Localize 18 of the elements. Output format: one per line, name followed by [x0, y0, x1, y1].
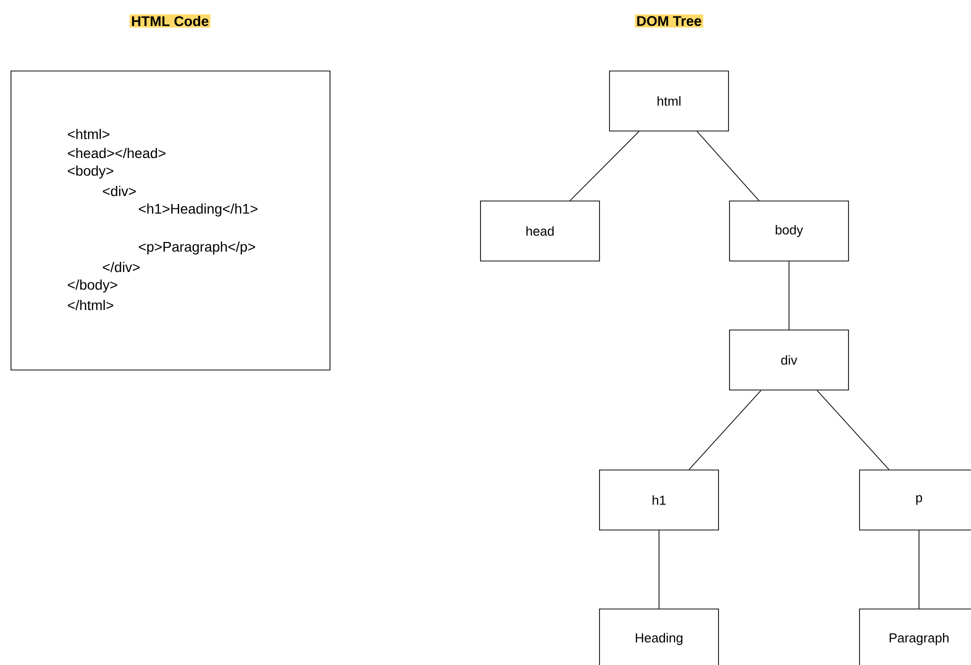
- connector-line: [788, 261, 790, 330]
- connector-line: [816, 390, 890, 470]
- section-title: HTML Code: [130, 14, 210, 28]
- tree-node: Heading: [599, 608, 719, 665]
- tree-node: Paragraph: [859, 608, 971, 665]
- connector-line: [696, 131, 760, 201]
- connector-line: [658, 530, 660, 609]
- tree-node: html: [609, 70, 729, 132]
- connector-line: [918, 530, 920, 609]
- tree-node: body: [729, 200, 849, 262]
- tree-node: p: [859, 470, 971, 530]
- tree-node: h1: [599, 470, 719, 530]
- section-title: DOM Tree: [634, 14, 704, 28]
- code-box: <html> <head></head> <body> <div> <h1>Heading</h1> <p>Paragraph</p> </div> </body> </html>: [10, 70, 330, 370]
- connector-line: [570, 131, 640, 201]
- tree-node: div: [729, 330, 849, 390]
- connector-line: [688, 390, 762, 470]
- tree-node: head: [480, 200, 600, 262]
